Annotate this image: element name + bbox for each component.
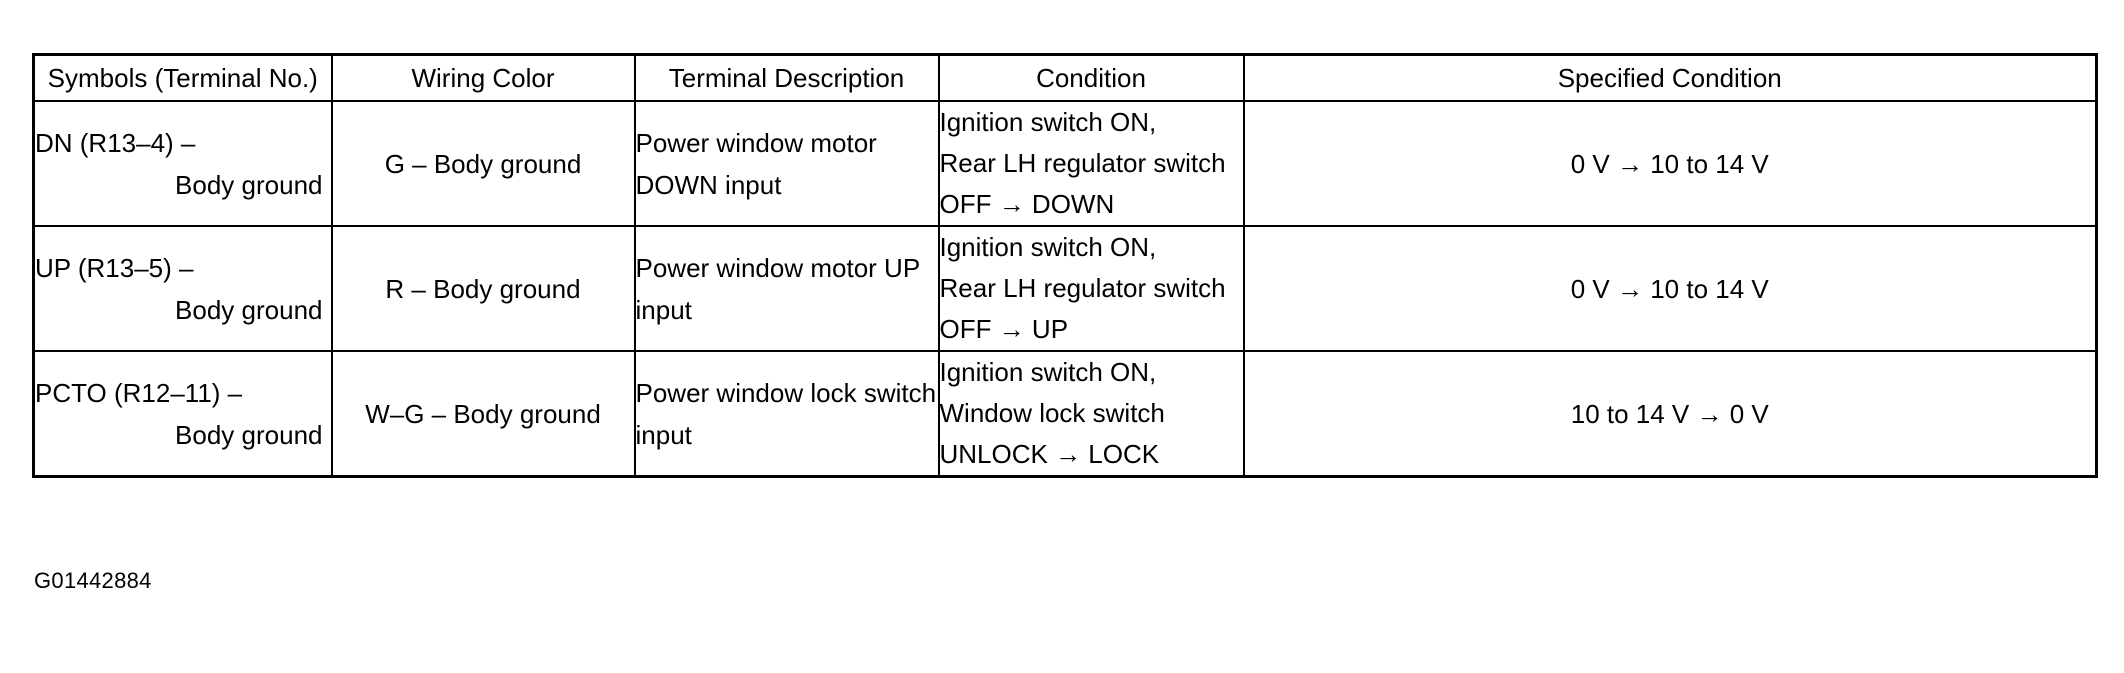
specified-condition-value: 10 to 14 V → 0 V xyxy=(1570,398,1769,429)
terminal-description-line-1: Power window lock switch xyxy=(635,377,937,408)
column-header-condition: Condition xyxy=(937,53,1245,102)
symbol-ground: Body ground xyxy=(175,294,323,325)
column-header-symbols: Symbols (Terminal No.) xyxy=(32,53,333,102)
symbol-terminal: DN (R13–4) – xyxy=(35,127,196,158)
condition-line-2: Rear LH regulator switch xyxy=(939,148,1226,178)
cell-symbols: PCTO (R12–11) – Body ground xyxy=(32,350,333,478)
terminal-inspection-table: Symbols (Terminal No.) Wiring Color Term… xyxy=(32,53,2098,478)
table-header-row: Symbols (Terminal No.) Wiring Color Term… xyxy=(32,53,2098,102)
table-header: Symbols (Terminal No.) Wiring Color Term… xyxy=(32,53,2098,102)
condition-line-1: Ignition switch ON, xyxy=(939,357,1157,387)
table-row: PCTO (R12–11) – Body ground W–G – Body g… xyxy=(32,350,2098,478)
terminal-description-line-2: input xyxy=(635,419,692,450)
symbol-ground: Body ground xyxy=(175,169,323,200)
cell-specified-condition: 10 to 14 V → 0 V xyxy=(1242,350,2098,478)
condition-line-2: Rear LH regulator switch xyxy=(939,273,1226,303)
column-header-terminal-description: Terminal Description xyxy=(633,53,940,102)
condition-block: Ignition switch ON, Window lock switch U… xyxy=(940,352,1243,475)
cell-terminal-description: Power window lock switch input xyxy=(633,350,940,478)
wiring-color-value: G – Body ground xyxy=(384,148,582,179)
cell-condition: Ignition switch ON, Rear LH regulator sw… xyxy=(937,100,1245,227)
cell-wiring-color: G – Body ground xyxy=(330,100,636,227)
symbol-ground: Body ground xyxy=(175,419,323,450)
wiring-color-value: W–G – Body ground xyxy=(365,398,601,429)
column-header-specified-condition: Specified Condition xyxy=(1242,53,2098,102)
cell-specified-condition: 0 V → 10 to 14 V xyxy=(1242,225,2098,352)
cell-terminal-description: Power window motor DOWN input xyxy=(633,100,940,227)
condition-line-3: UNLOCK → LOCK xyxy=(939,439,1160,469)
cell-condition: Ignition switch ON, Rear LH regulator sw… xyxy=(937,225,1245,352)
specified-condition-value: 0 V → 10 to 14 V xyxy=(1570,148,1769,179)
symbol-terminal: PCTO (R12–11) – xyxy=(35,377,243,408)
cell-wiring-color: R – Body ground xyxy=(330,225,636,352)
table-body: DN (R13–4) – Body ground G – Body ground… xyxy=(32,100,2098,478)
cell-condition: Ignition switch ON, Window lock switch U… xyxy=(937,350,1245,478)
cell-symbols: UP (R13–5) – Body ground xyxy=(32,225,333,352)
condition-line-3: OFF → DOWN xyxy=(939,189,1115,219)
terminal-description-line-1: Power window motor UP xyxy=(635,252,921,283)
terminal-description-line-2: input xyxy=(635,294,692,325)
figure-id-caption: G01442884 xyxy=(34,568,152,593)
cell-wiring-color: W–G – Body ground xyxy=(330,350,636,478)
column-header-wiring-color: Wiring Color xyxy=(330,53,636,102)
condition-line-3: OFF → UP xyxy=(939,314,1069,344)
terminal-description-line-1: Power window motor xyxy=(635,127,877,158)
terminal-description-line-2: DOWN input xyxy=(635,169,782,200)
condition-line-1: Ignition switch ON, xyxy=(939,232,1157,262)
wiring-color-value: R – Body ground xyxy=(385,273,581,304)
cell-specified-condition: 0 V → 10 to 14 V xyxy=(1242,100,2098,227)
cell-terminal-description: Power window motor UP input xyxy=(633,225,940,352)
symbol-terminal: UP (R13–5) – xyxy=(35,252,194,283)
condition-block: Ignition switch ON, Rear LH regulator sw… xyxy=(940,227,1243,350)
table-row: UP (R13–5) – Body ground R – Body ground… xyxy=(32,225,2098,352)
condition-block: Ignition switch ON, Rear LH regulator sw… xyxy=(940,102,1243,225)
table-row: DN (R13–4) – Body ground G – Body ground… xyxy=(32,100,2098,227)
specified-condition-value: 0 V → 10 to 14 V xyxy=(1570,273,1769,304)
cell-symbols: DN (R13–4) – Body ground xyxy=(32,100,333,227)
condition-line-2: Window lock switch xyxy=(939,398,1165,428)
condition-line-1: Ignition switch ON, xyxy=(939,107,1157,137)
